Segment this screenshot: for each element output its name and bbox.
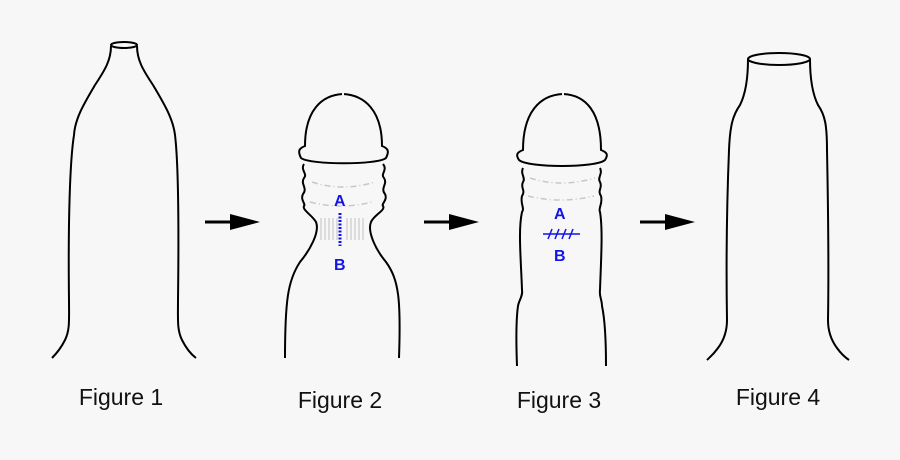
figure-2-label: Figure 2 [297, 387, 383, 413]
figure-1-drawing [51, 41, 197, 359]
marker-a-label: A [334, 193, 346, 210]
arrow-3-to-4 [640, 214, 695, 230]
figure-4-drawing [706, 52, 850, 361]
arrow-2-to-3 [424, 214, 479, 230]
marker-b-label: B [554, 248, 566, 265]
figure-2-drawing: A B [284, 91, 401, 359]
figure-1-label: Figure 1 [78, 384, 164, 410]
figure-3-drawing: A B [515, 91, 608, 367]
marker-a-label: A [554, 206, 566, 223]
figure-4-label: Figure 4 [735, 384, 821, 410]
marker-b-label: B [334, 257, 346, 274]
figure-3-label: Figure 3 [516, 387, 602, 413]
arrow-1-to-2 [205, 214, 260, 230]
